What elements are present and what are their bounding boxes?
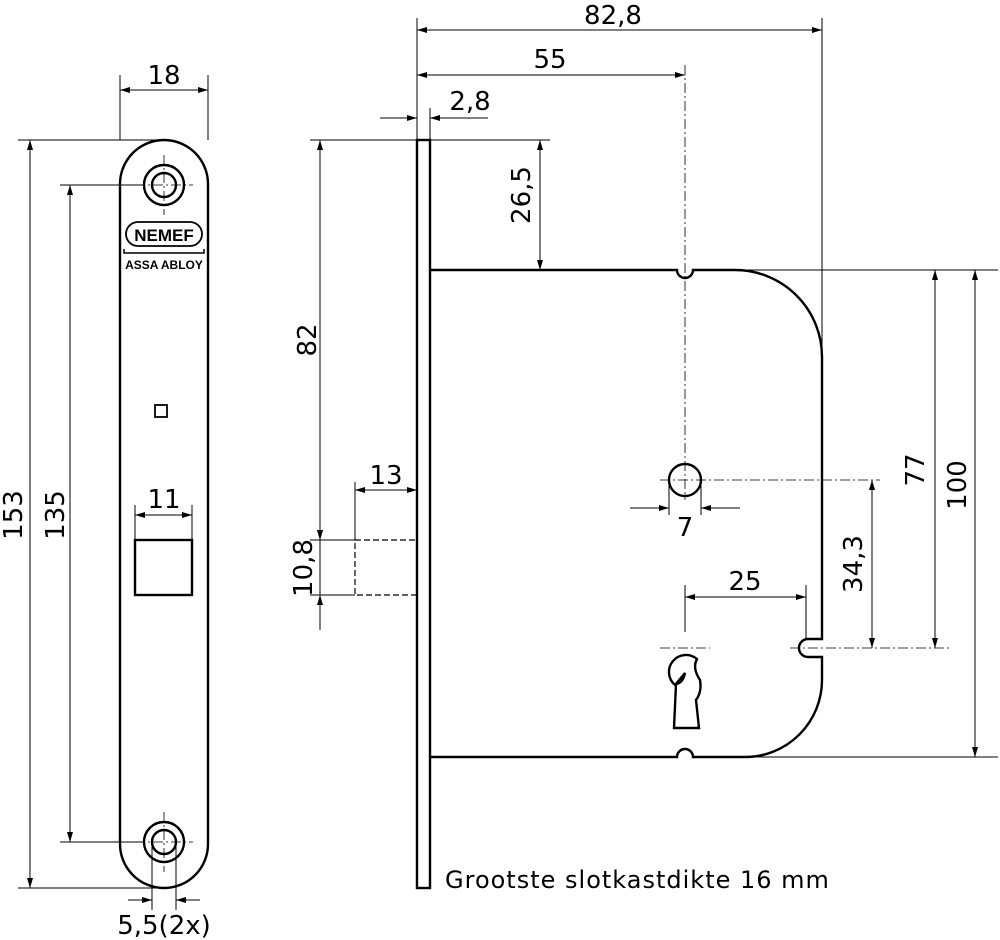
dim-plate-thickness: 2,8 (380, 87, 491, 140)
dimension-label: NEMEF (134, 226, 194, 245)
dim-case-height: 100 (745, 270, 998, 758)
dimension-label: 82,8 (584, 1, 642, 31)
dimension-label: 82 (293, 323, 323, 356)
dimension-label: 25 (728, 567, 761, 597)
dimension-label: 5,5(2x) (117, 911, 211, 940)
faceplate-side (415, 138, 432, 890)
dimension-label: 34,3 (839, 535, 869, 593)
dim-bolt-height: 10,8 (289, 520, 323, 630)
dimension-label: 26,5 (507, 166, 537, 224)
dim-follower-height: 82 (293, 139, 417, 596)
dim-case-height-upper: 77 (735, 269, 998, 648)
follower-square (154, 404, 168, 418)
dim-screw-spacing: 135 (41, 184, 144, 843)
lock-case (430, 268, 824, 759)
dimension-label: 100 (943, 460, 973, 510)
dimension-label: 18 (147, 61, 180, 91)
bolt (354, 539, 418, 596)
nemef-logo: NEMEF ASSA ABLOY (123, 221, 205, 272)
dimension-label: 13 (369, 461, 402, 491)
dim-case-offset: 26,5 (430, 139, 550, 270)
dim-faceplate-width: 18 (119, 61, 209, 140)
dim-center-distance: 34,3 (839, 480, 875, 648)
dimension-label: 55 (533, 45, 566, 75)
dimension-label: 10,8 (289, 539, 319, 597)
dimension-label: 7 (677, 513, 694, 543)
dimension-label: 135 (41, 490, 71, 540)
dim-total-depth: 82,8 (416, 1, 823, 357)
dim-screw-holes: 5,5(2x) (117, 842, 211, 940)
dim-latch-width: 11 (134, 485, 193, 540)
dim-faceplate-length: 153 (0, 139, 164, 889)
latch-opening (133, 538, 194, 597)
dim-backset: 55 (417, 45, 685, 78)
caption: Grootste slotkastdikte 16 mm (445, 866, 830, 894)
dimension-label: 153 (0, 490, 29, 540)
dimension-label: 11 (147, 485, 180, 515)
dimension-label: ASSA ABLOY (125, 258, 203, 272)
keyhole (667, 653, 702, 730)
dimension-label: 77 (901, 453, 931, 486)
faceplate-front-view: NEMEF ASSA ABLOY 18 153 135 11 (0, 61, 211, 940)
dim-bolt-throw: 13 (354, 461, 417, 540)
dim-follower-diameter: 7 (630, 480, 740, 543)
dim-key-distance: 25 (684, 567, 807, 640)
lock-side-view: 82,8 55 2,8 26,5 82 13 (289, 1, 998, 890)
dimension-label: 2,8 (449, 87, 490, 117)
